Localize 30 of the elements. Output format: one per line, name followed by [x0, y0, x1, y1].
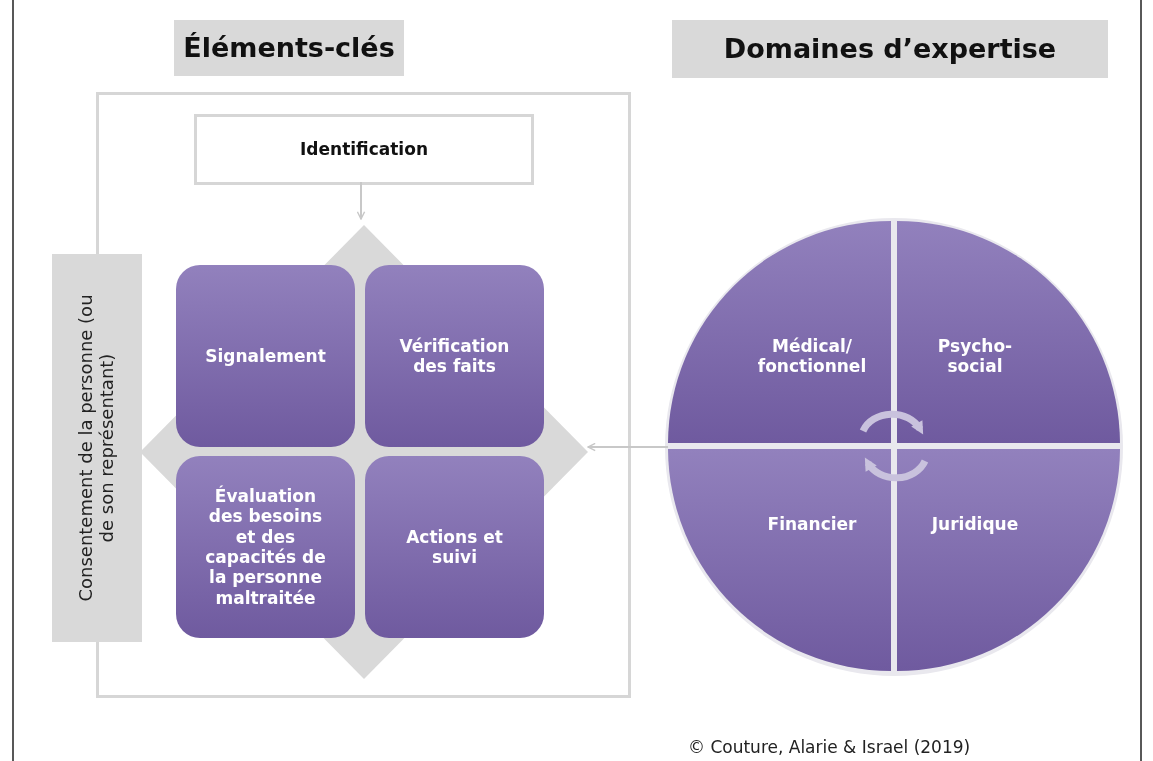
arrow — [356, 181, 366, 220]
side-label: Consentement de la personne (ou de son représentant) — [74, 293, 118, 603]
heading-band — [174, 20, 404, 76]
heading: Éléments-clés — [183, 31, 395, 65]
node-label: Évaluation des besoins et des capacités de la personne maltraitée — [204, 485, 327, 609]
node-label: Juridique — [931, 513, 1019, 535]
quarter-circle-segment — [668, 449, 891, 671]
rounded-square — [365, 265, 544, 447]
diamond-shape — [140, 225, 588, 679]
node-label: Vérification des faits — [398, 335, 511, 377]
rounded-square — [176, 265, 355, 447]
quarter-circle-segment — [897, 449, 1120, 671]
frame-box — [96, 92, 631, 698]
node-label: Médical/ fonctionnel — [756, 335, 868, 377]
node-label: Identification — [300, 139, 428, 160]
heading-band — [672, 20, 1108, 78]
arrow — [587, 442, 669, 452]
node-label: Signalement — [205, 345, 326, 367]
circle-shape — [665, 218, 1123, 676]
copyright-note: © Couture, Alarie & Israel (2019) — [688, 737, 971, 757]
node-label: Actions et suivi — [405, 526, 504, 568]
quarter-circle-segment — [897, 221, 1120, 443]
quarter-circle-segment — [668, 221, 891, 443]
rounded-square — [176, 456, 355, 638]
side-band — [52, 254, 142, 642]
rounded-square — [365, 456, 544, 638]
process-box — [194, 114, 534, 185]
node-label: Psycho- social — [936, 335, 1014, 377]
heading: Domaines d’expertise — [723, 32, 1057, 66]
node-label: Financier — [767, 513, 857, 535]
